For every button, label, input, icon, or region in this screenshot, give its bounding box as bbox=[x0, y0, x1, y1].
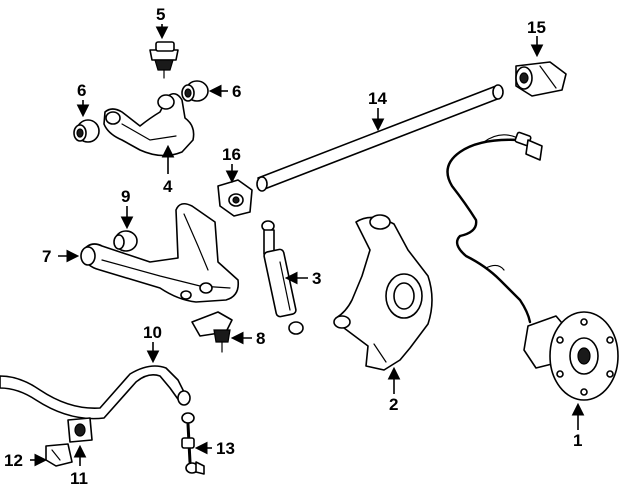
upper-bushing-right bbox=[181, 80, 209, 102]
stabilizer-link bbox=[181, 412, 205, 475]
callout-9: 9 bbox=[121, 187, 130, 206]
wheel-hub-assembly bbox=[523, 311, 619, 401]
callout-14: 14 bbox=[368, 89, 387, 108]
lower-ball-joint bbox=[191, 311, 233, 353]
callout-3: 3 bbox=[312, 269, 321, 288]
shock-absorber bbox=[261, 220, 304, 335]
torsion-bar bbox=[256, 84, 504, 192]
callout-11: 11 bbox=[70, 469, 88, 488]
callout-8: 8 bbox=[256, 329, 265, 348]
lower-bushing bbox=[113, 230, 138, 252]
stabilizer-bushing bbox=[67, 417, 93, 443]
callout-12: 12 bbox=[4, 451, 23, 470]
upper-control-arm bbox=[103, 92, 195, 157]
callout-leaders bbox=[30, 24, 585, 467]
torsion-bar-mount bbox=[515, 61, 567, 97]
stabilizer-bar bbox=[0, 365, 191, 420]
steering-knuckle bbox=[333, 214, 433, 371]
callout-5: 5 bbox=[156, 5, 165, 24]
abs-sensor-wire bbox=[446, 131, 543, 324]
callout-1: 1 bbox=[573, 431, 582, 450]
stabilizer-clamp bbox=[45, 443, 73, 467]
callout-6-left: 6 bbox=[77, 81, 86, 100]
frame-bracket bbox=[217, 179, 253, 217]
callout-6-right: 6 bbox=[232, 82, 241, 101]
callout-16: 16 bbox=[222, 145, 241, 164]
callout-7: 7 bbox=[42, 247, 51, 266]
callout-2: 2 bbox=[389, 395, 398, 414]
upper-ball-joint bbox=[149, 41, 179, 79]
callout-10: 10 bbox=[143, 323, 162, 342]
upper-bushing-left bbox=[73, 119, 100, 143]
lower-control-arm bbox=[80, 202, 240, 303]
callout-15: 15 bbox=[527, 18, 546, 37]
callout-13: 13 bbox=[216, 439, 235, 458]
callout-4: 4 bbox=[163, 177, 173, 196]
